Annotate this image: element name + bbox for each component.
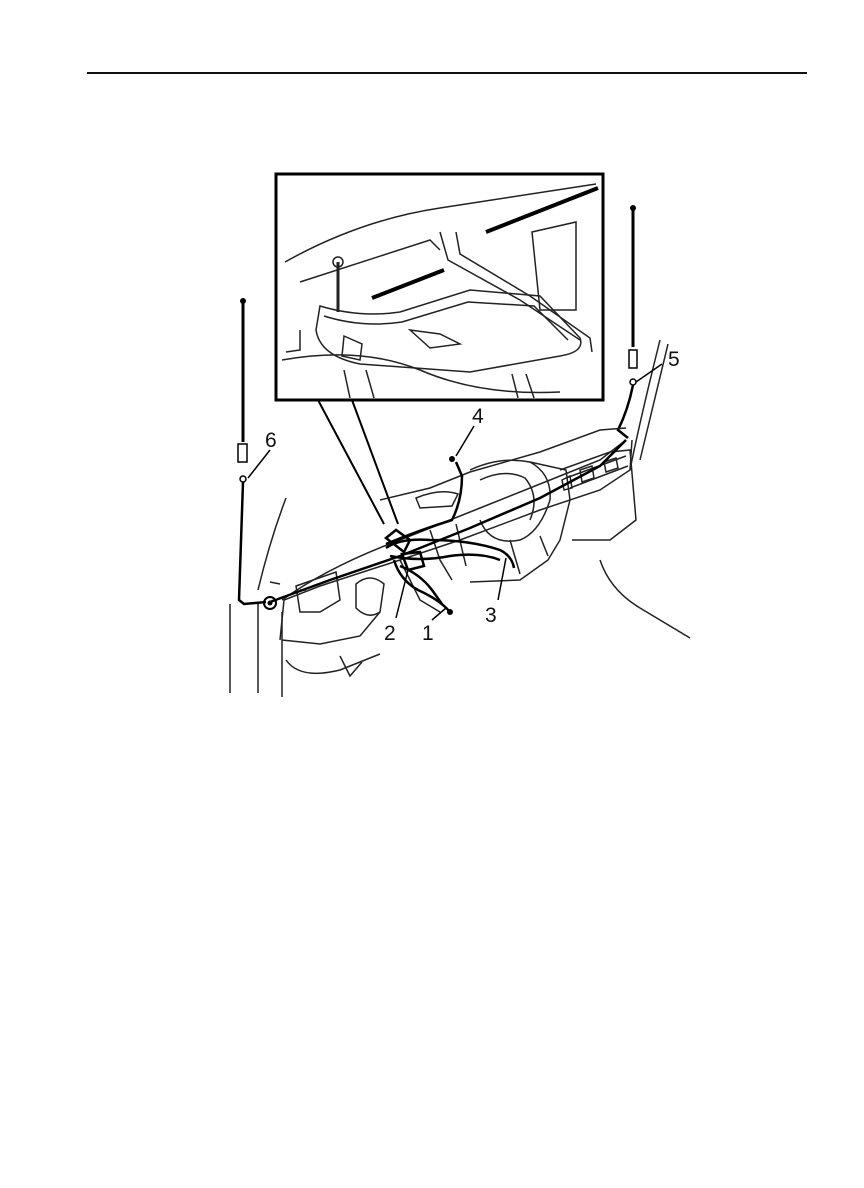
callout-6: 6 [265,429,277,452]
callout-5: 5 [668,348,680,371]
left-antenna [238,298,266,604]
cable-end-1 [447,609,453,615]
right-antenna [618,205,637,438]
callout-4: 4 [472,405,484,428]
antenna-mount-left-center [268,601,273,606]
callout-1: 1 [422,622,434,645]
cable-end-4 [449,456,455,462]
callout-2: 2 [384,622,396,645]
callout-3: 3 [485,604,497,627]
detail-inset [276,174,603,524]
